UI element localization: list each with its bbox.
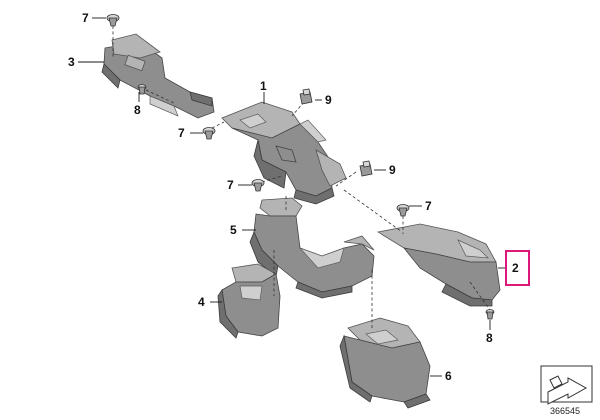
fastener-8-lower[interactable] [485, 309, 495, 320]
callout-6[interactable]: 6 [445, 369, 452, 383]
diagram-reference-number: 366545 [550, 406, 580, 416]
leader-lines [78, 17, 506, 377]
part-6-lower-housing[interactable] [339, 317, 431, 409]
fastener-7-mid-left[interactable] [202, 127, 216, 140]
part-2-side-duct[interactable] [376, 223, 501, 307]
callout-8-lower[interactable]: 8 [486, 331, 493, 345]
callout-7-center[interactable]: 7 [227, 178, 234, 192]
part-1-central-duct[interactable] [221, 101, 347, 205]
callout-7-top[interactable]: 7 [82, 11, 89, 25]
callout-1[interactable]: 1 [260, 79, 267, 93]
callout-7-right[interactable]: 7 [425, 199, 432, 213]
exploded-view-arrow-icon [540, 365, 593, 405]
fastener-8-upper[interactable] [137, 84, 147, 95]
fastener-7-right[interactable] [396, 204, 410, 217]
callout-7-mid-left[interactable]: 7 [178, 126, 185, 140]
callout-8-upper[interactable]: 8 [134, 103, 141, 117]
assembly-axes [112, 26, 491, 330]
fastener-7-center[interactable] [251, 179, 265, 192]
part-3-duct-bracket[interactable] [101, 33, 215, 119]
callout-5[interactable]: 5 [230, 223, 237, 237]
callout-2[interactable]: 2 [512, 261, 519, 275]
callout-3[interactable]: 3 [68, 55, 75, 69]
callout-9-upper[interactable]: 9 [325, 93, 332, 107]
callout-9-lower[interactable]: 9 [389, 163, 396, 177]
fastener-7-top[interactable] [106, 14, 120, 27]
fastener-9-lower[interactable] [359, 160, 373, 177]
callout-4[interactable]: 4 [198, 295, 205, 309]
part-5-lower-tray[interactable] [249, 197, 375, 299]
part-4-cover-block[interactable] [217, 263, 281, 339]
callout-labels: 7 3 8 1 9 7 9 7 7 5 4 8 6 [68, 11, 493, 383]
fastener-9-upper[interactable] [299, 88, 313, 105]
callout-2-highlight[interactable]: 2 [505, 250, 530, 286]
